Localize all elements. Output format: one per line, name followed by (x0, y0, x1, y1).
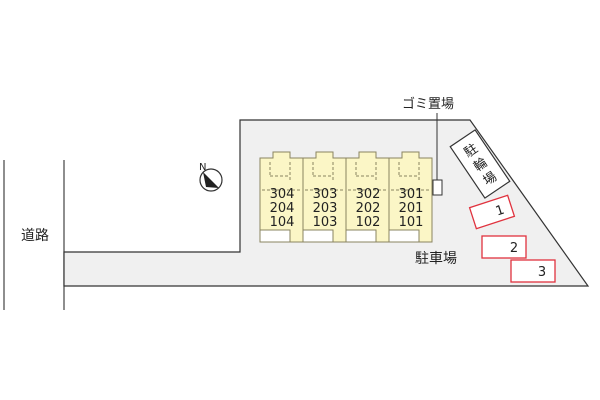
building-unit: 302 202 102 (345, 151, 390, 243)
unit-number: 301 (399, 187, 424, 202)
unit-number: 303 (313, 187, 338, 202)
parking-label: 駐車場 (415, 250, 457, 267)
parking-space-2 (481, 235, 527, 259)
unit-number: 304 (270, 187, 295, 202)
unit-number: 302 (356, 187, 381, 202)
building-unit: 303 203 103 (302, 151, 347, 243)
unit-number: 103 (313, 215, 338, 230)
parking-space-number: 2 (510, 241, 518, 256)
parking-space-1: 1 (468, 194, 516, 230)
unit-number: 201 (399, 201, 424, 216)
unit-number: 203 (313, 201, 338, 216)
parking-space-number: 3 (538, 265, 546, 280)
parking-space-3 (510, 259, 556, 283)
building: 304 204 104 303 203 103 302 202 102 (259, 151, 433, 243)
building-unit: 304 204 104 (259, 151, 304, 243)
unit-number: 202 (356, 201, 381, 216)
building-unit: 301 201 101 (388, 151, 433, 243)
unit-number: 104 (270, 215, 295, 230)
compass-label: N (199, 162, 206, 173)
unit-number: 204 (270, 201, 295, 216)
unit-number: 101 (399, 215, 424, 230)
garbage-area-label: ゴミ置場 (402, 96, 454, 112)
road-label: 道路 (21, 228, 49, 244)
north-arrow-icon: N (199, 162, 223, 192)
bicycle-parking: 駐 輪 場 (449, 129, 511, 199)
unit-number: 102 (356, 215, 381, 230)
garbage-area (432, 179, 443, 196)
